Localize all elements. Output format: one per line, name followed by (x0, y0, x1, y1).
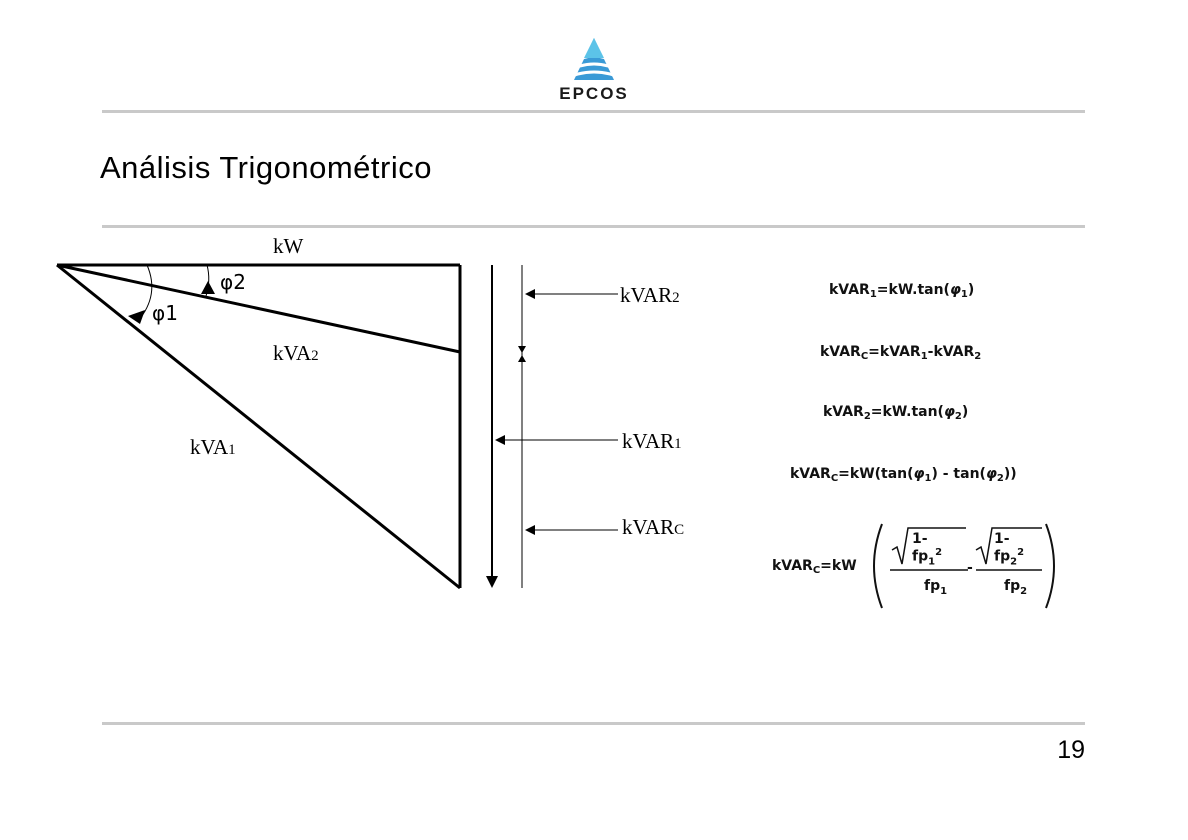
phi2-arrow-icon (201, 281, 215, 294)
formula5-brackets-radicals (873, 523, 1055, 609)
kva1-label: kVA1 (190, 435, 236, 459)
kva2-label: kVA2 (273, 341, 319, 365)
kvar1-label: kVAR1 (622, 429, 682, 453)
kva1-hypotenuse (56, 263, 461, 590)
formula-kvar1: kVAR1=kW.tan(φ1) (829, 282, 975, 300)
formula-kvarc-tan: kVARC=kW(tan(φ1) - tan(φ2)) (790, 466, 1017, 484)
logo-text: EPCOS (559, 84, 629, 103)
header-divider (102, 110, 1085, 113)
page-title: Análisis Trigonométrico (100, 150, 432, 185)
formula-kvarc-difference: kVARC=kVAR1-kVAR2 (820, 344, 982, 362)
title-divider (102, 225, 1085, 228)
footer-divider (102, 722, 1085, 725)
formula5-denominator-2: fp2 (1004, 578, 1028, 597)
phi1-label: φ1 (152, 301, 178, 325)
page-number: 19 (1057, 736, 1085, 764)
formula5-denominator-1: fp1 (924, 578, 948, 597)
power-triangle-diagram: kW φ2 φ1 kVA2 kVA1 kVAR2 kVAR1 kVARC (56, 234, 684, 590)
formula5-lhs: kVARC=kW (772, 558, 857, 576)
formula5-numerator-1: 1-fp12 (912, 531, 943, 568)
kvar2-end-arrow-icon (518, 346, 526, 353)
kvarc-start-arrow-icon (518, 355, 526, 362)
formula5-minus: - (967, 560, 973, 576)
epcos-logo: EPCOS (548, 34, 640, 106)
kvar1-arrowhead-icon (486, 576, 498, 588)
logo-triangle-icon (561, 38, 627, 82)
kvarc-label: kVARC (622, 515, 684, 539)
kw-label: kW (273, 234, 304, 258)
phi2-label: φ2 (220, 270, 246, 294)
formula-kvar2: kVAR2=kW.tan(φ2) (823, 404, 969, 422)
kva2-hypotenuse (56, 263, 461, 354)
kvar2-label: kVAR2 (620, 283, 680, 307)
phi1-arrow-icon (128, 310, 145, 324)
formula5-numerator-2: 1-fp22 (994, 531, 1025, 568)
